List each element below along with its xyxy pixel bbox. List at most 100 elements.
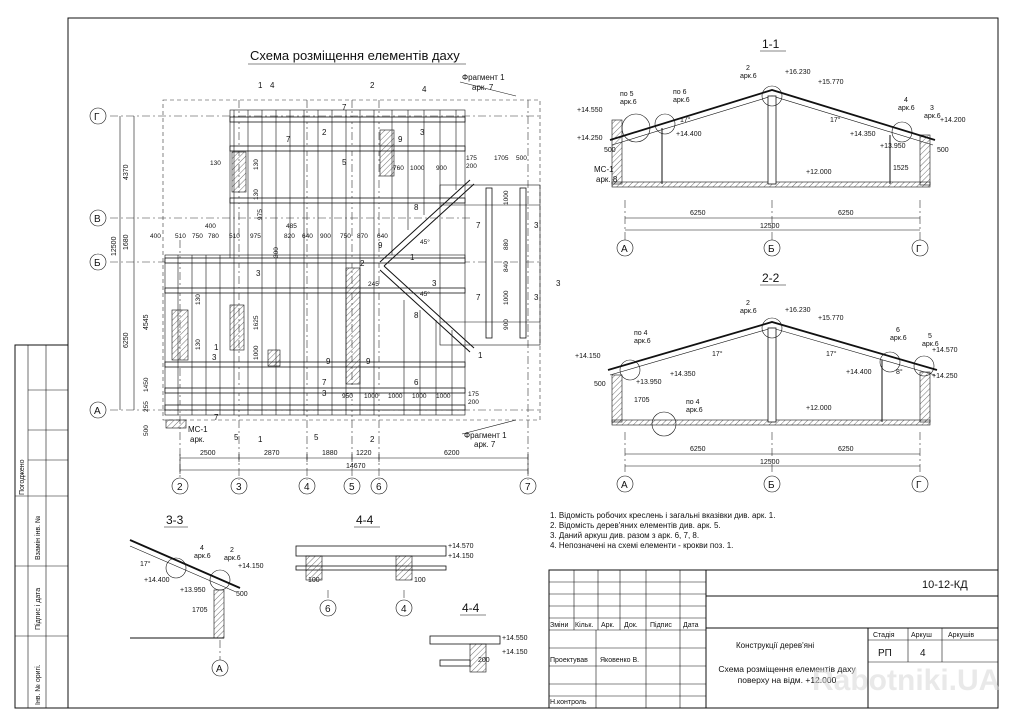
- svg-text:+14.250: +14.250: [577, 135, 603, 142]
- dim-2500: 2500: [200, 450, 216, 457]
- svg-text:по 6: по 6: [673, 89, 687, 96]
- svg-text:1000: 1000: [388, 393, 403, 400]
- section-1-1-title: 1-1: [762, 37, 780, 51]
- svg-text:7: 7: [476, 293, 481, 302]
- svg-text:485: 485: [286, 223, 297, 230]
- section-2-2: 2-2 А Б Г 6250 6250 12500 500 1705 +16.2…: [575, 271, 958, 493]
- svg-text:1000: 1000: [253, 345, 260, 360]
- plan-angle-45b: 45°: [420, 290, 430, 298]
- dim-1220: 1220: [356, 450, 372, 457]
- general-notes: 1. Відомість робочих креслень і загальні…: [550, 511, 775, 550]
- svg-text:А: А: [94, 406, 101, 417]
- svg-text:9: 9: [378, 241, 383, 250]
- svg-text:3: 3: [930, 105, 934, 112]
- svg-text:750: 750: [192, 233, 203, 240]
- svg-text:510: 510: [229, 233, 240, 240]
- axis-bubble-3: 3: [230, 477, 248, 495]
- svg-text:17°: 17°: [830, 116, 841, 124]
- svg-text:+14.200: +14.200: [940, 117, 966, 124]
- svg-text:арк. 8: арк. 8: [596, 175, 618, 184]
- section-2-2-title: 2-2: [762, 271, 780, 285]
- svg-text:760: 760: [393, 165, 404, 172]
- svg-text:1705: 1705: [634, 397, 650, 404]
- plan-title: Схема розміщення елементів даху: [250, 48, 460, 63]
- svg-text:500: 500: [143, 425, 150, 436]
- svg-text:245: 245: [368, 281, 379, 288]
- svg-text:3: 3: [534, 221, 539, 230]
- svg-text:Г: Г: [94, 112, 100, 123]
- fragment-bottom-label: Фрагмент 1: [464, 431, 507, 440]
- svg-text:130: 130: [210, 160, 221, 167]
- plan-positions: 1 1 1 2 2 3 3 3 3 3 3 3 4 4 5 6 7 7 7 7 …: [212, 81, 539, 422]
- svg-text:+14.550: +14.550: [502, 635, 528, 642]
- svg-text:6250: 6250: [838, 446, 854, 453]
- svg-text:Б: Б: [768, 480, 775, 491]
- svg-text:Зміни: Зміни: [550, 621, 568, 629]
- svg-text:500: 500: [516, 155, 527, 162]
- svg-text:900: 900: [503, 319, 510, 330]
- plan-small-dims: 130 130 130 130 130 1625 1000 245 485 30…: [143, 155, 527, 436]
- svg-text:510: 510: [175, 233, 186, 240]
- axis-bubble-5: 5: [343, 477, 361, 495]
- svg-text:+14.150: +14.150: [238, 563, 264, 570]
- svg-text:8°: 8°: [896, 368, 903, 376]
- svg-text:300: 300: [273, 247, 280, 258]
- mc-label: МС-1: [188, 425, 208, 434]
- svg-text:7: 7: [476, 221, 481, 230]
- dim-left-4370: 4370: [123, 164, 130, 180]
- svg-text:1450: 1450: [143, 377, 150, 392]
- svg-text:950: 950: [342, 393, 353, 400]
- svg-text:Арк.: Арк.: [601, 622, 615, 629]
- svg-text:Дата: Дата: [683, 622, 699, 629]
- svg-text:1000: 1000: [503, 190, 510, 205]
- svg-text:6: 6: [325, 604, 331, 615]
- svg-text:4: 4: [304, 482, 310, 493]
- svg-text:арк.6: арк.6: [924, 113, 941, 120]
- svg-text:400: 400: [150, 233, 161, 240]
- svg-text:4: 4: [200, 545, 204, 552]
- svg-text:1000: 1000: [412, 393, 427, 400]
- svg-text:8: 8: [414, 203, 419, 212]
- svg-text:Кільк.: Кільк.: [575, 621, 593, 629]
- svg-text:1: 1: [258, 435, 263, 444]
- axis-bubble-g: Г: [89, 107, 107, 125]
- section-4-4b-title: 4-4: [462, 601, 480, 615]
- svg-text:3: 3: [236, 482, 242, 493]
- fragment-top-label: Фрагмент 1: [462, 73, 505, 82]
- plan-rafters: [177, 110, 457, 415]
- svg-text:9: 9: [326, 357, 331, 366]
- svg-text:+13.950: +13.950: [180, 587, 206, 594]
- strip-label-agreed: Погоджено: [19, 459, 26, 495]
- svg-text:1525: 1525: [893, 165, 909, 172]
- svg-text:+14.400: +14.400: [846, 369, 872, 376]
- svg-text:255: 255: [143, 401, 150, 412]
- axis-bubble-2: 2: [171, 477, 189, 495]
- svg-text:+14.150: +14.150: [448, 553, 474, 560]
- svg-text:130: 130: [195, 339, 202, 350]
- svg-text:9: 9: [398, 135, 403, 144]
- dim-left-12500: 12500: [111, 236, 118, 256]
- drawing-code: 10-12-КД: [922, 579, 968, 591]
- svg-text:400: 400: [205, 223, 216, 230]
- svg-text:+14.350: +14.350: [670, 371, 696, 378]
- section-4-4b: 4-4 +14.550 +14.150 200: [429, 601, 528, 673]
- svg-text:175: 175: [466, 155, 477, 162]
- strip-label-replaced: Взамін інв. №: [34, 516, 42, 561]
- svg-text:1: 1: [258, 81, 263, 90]
- svg-text:арк.6: арк.6: [898, 105, 915, 112]
- svg-text:5: 5: [314, 433, 319, 442]
- svg-text:975: 975: [257, 209, 264, 220]
- svg-text:арк.6: арк.6: [634, 338, 651, 345]
- dim-left-4545: 4545: [143, 314, 150, 330]
- svg-text:3: 3: [534, 293, 539, 302]
- plan-row-dims: 400 510 750 780 510 975 820 640 900 750 …: [150, 233, 388, 240]
- svg-text:+13.950: +13.950: [636, 379, 662, 386]
- svg-text:900: 900: [436, 165, 447, 172]
- svg-text:2: 2: [370, 435, 375, 444]
- svg-text:2: 2: [746, 65, 750, 72]
- svg-text:1705: 1705: [494, 155, 509, 162]
- designed-by-label: Проектував: [550, 657, 588, 664]
- svg-text:Б: Б: [768, 244, 775, 255]
- svg-text:1000: 1000: [436, 393, 451, 400]
